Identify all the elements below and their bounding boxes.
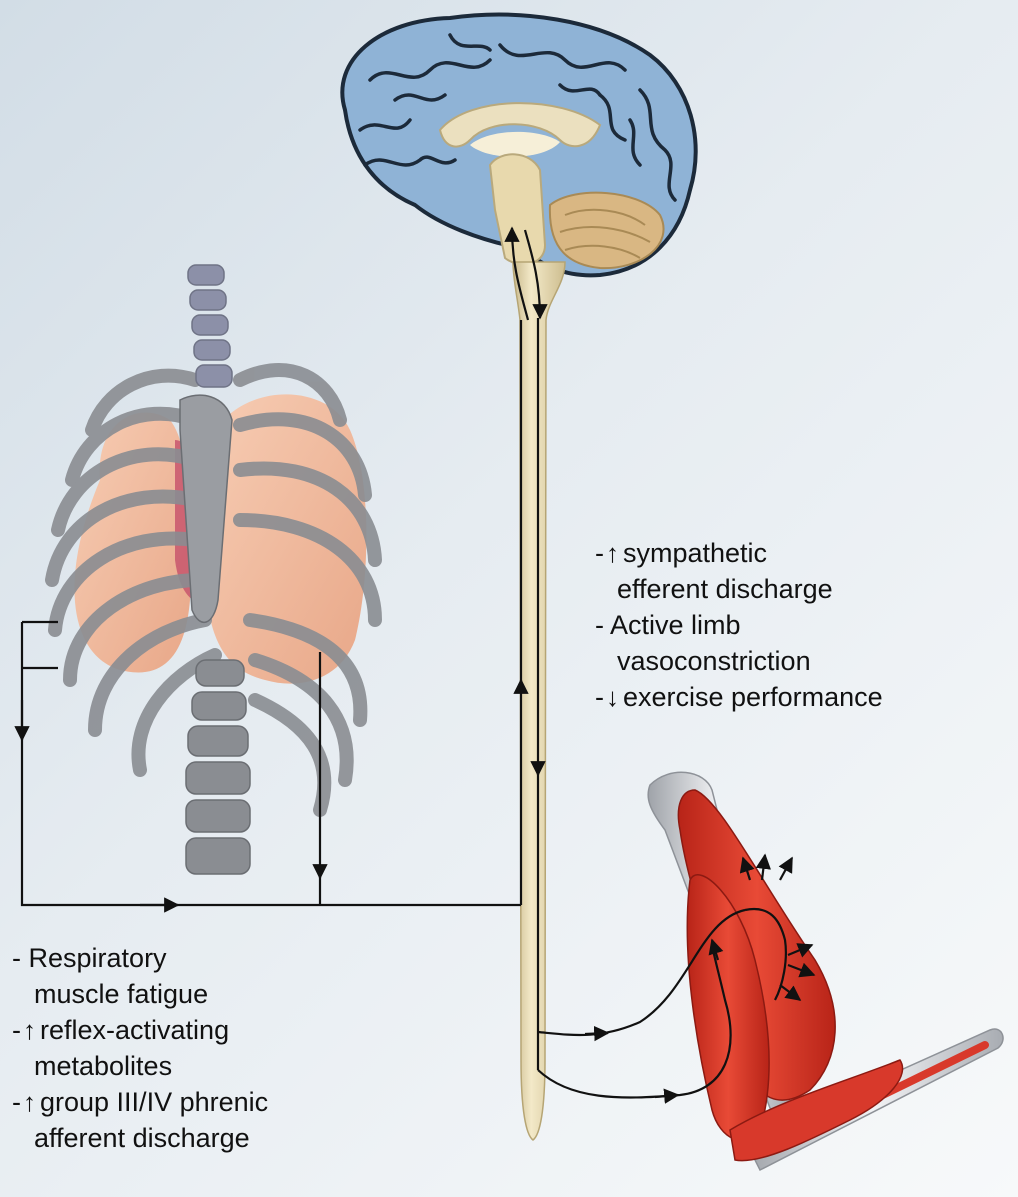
up-arrow-icon: ↑ bbox=[606, 535, 619, 571]
ribcage-lungs-illustration bbox=[52, 265, 375, 874]
efferent-effect-line-2: efferent discharge bbox=[595, 571, 883, 607]
efferent-effect-line-3: - Active limb bbox=[595, 607, 883, 643]
respiratory-effect-line-6: afferent discharge bbox=[12, 1120, 268, 1156]
brain-illustration bbox=[342, 15, 695, 276]
down-arrow-icon: ↓ bbox=[606, 679, 619, 715]
respiratory-effect-line-4: metabolites bbox=[12, 1048, 268, 1084]
efferent-effect-line-4: vasoconstriction bbox=[595, 643, 883, 679]
up-arrow-icon: ↑ bbox=[23, 1084, 36, 1120]
efferent-effects-list: -↑sympathetic efferent discharge - Activ… bbox=[595, 535, 883, 715]
leg-muscle-illustration bbox=[648, 772, 1003, 1170]
efferent-effect-line-1: -↑sympathetic bbox=[595, 535, 883, 571]
up-arrow-icon: ↑ bbox=[23, 1012, 36, 1048]
efferent-effect-line-5: -↓exercise performance bbox=[595, 679, 883, 715]
respiratory-effect-line-1: - Respiratory bbox=[12, 940, 268, 976]
respiratory-effect-line-2: muscle fatigue bbox=[12, 976, 268, 1012]
respiratory-effects-list: - Respiratory muscle fatigue -↑reflex-ac… bbox=[12, 940, 268, 1156]
respiratory-effect-line-5: -↑group III/IV phrenic bbox=[12, 1084, 268, 1120]
respiratory-effect-line-3: -↑reflex-activating bbox=[12, 1012, 268, 1048]
